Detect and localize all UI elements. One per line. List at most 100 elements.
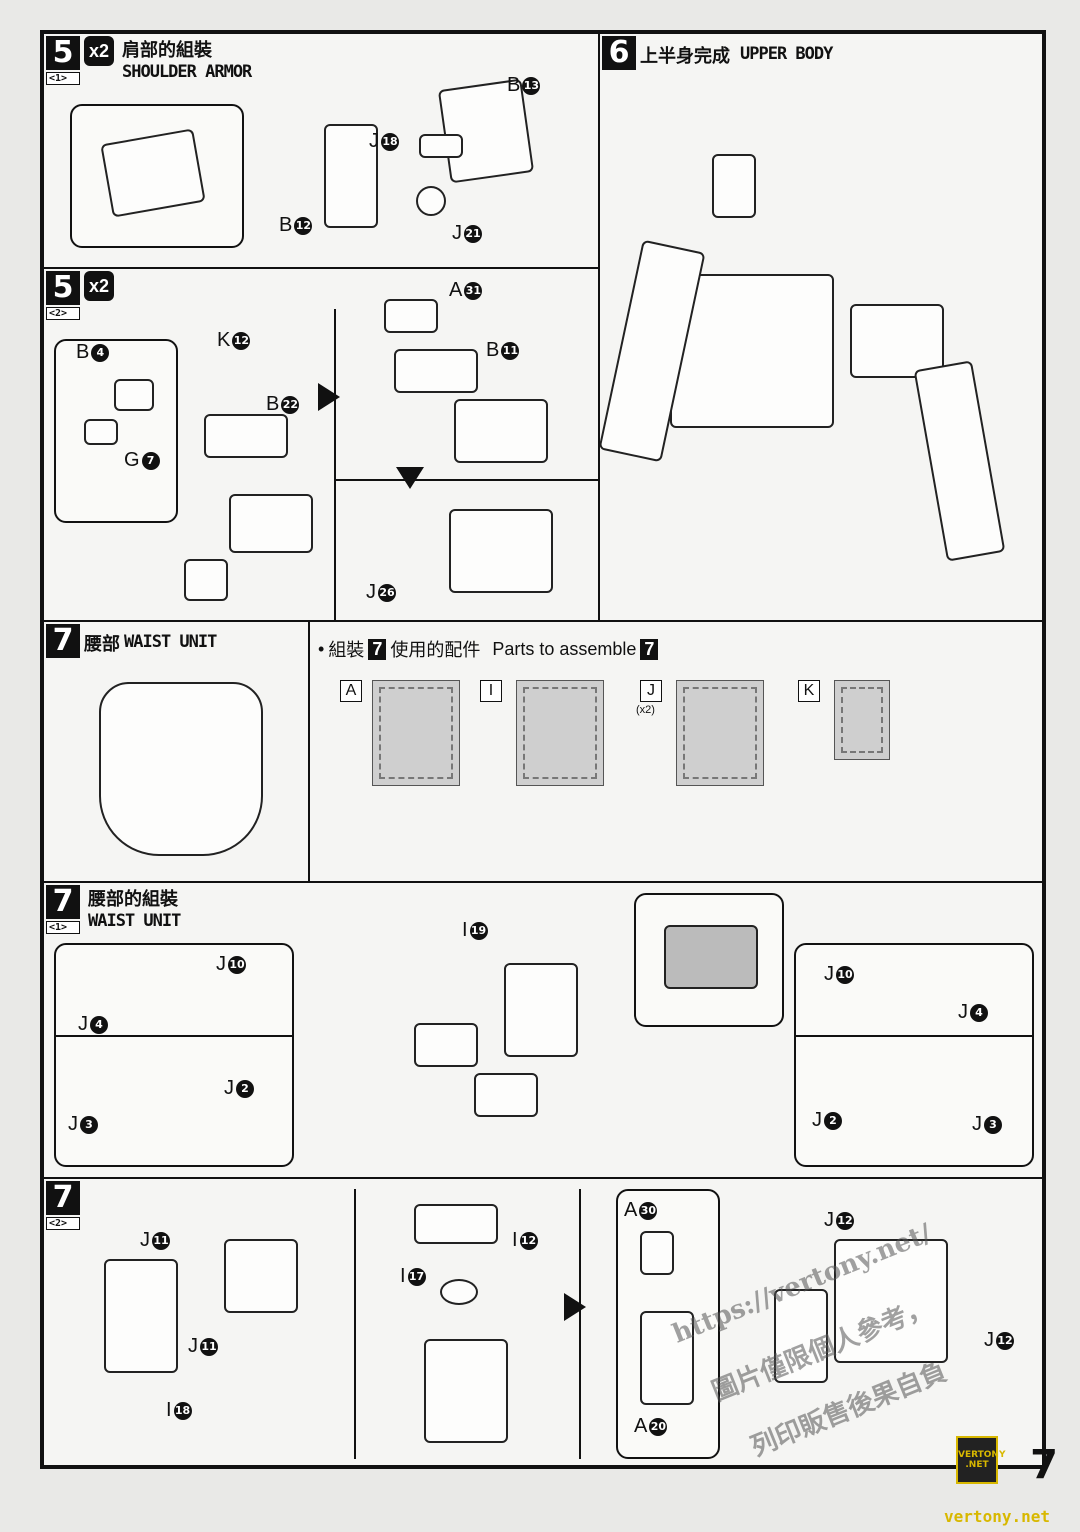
hip-block-drawing-2 <box>474 1073 538 1117</box>
step-header: 7 <2> <box>46 1181 80 1230</box>
step-header: 7 腰部 WAIST UNIT <box>46 624 217 658</box>
part-drawing-b22 <box>204 414 288 458</box>
step-number: 6 <box>602 36 636 70</box>
shoulder-frame-drawing <box>324 124 378 228</box>
step-number: 7 <box>46 1181 80 1215</box>
step-header: 6 上半身完成 UPPER BODY <box>602 36 833 70</box>
step-title-en: WAIST UNIT <box>124 632 217 652</box>
torso-drawing <box>670 274 834 428</box>
part-drawing-a31 <box>384 299 438 333</box>
runner-qty-j: (x2) <box>636 704 655 716</box>
step-sub: <1> <box>46 72 80 85</box>
step-7-panel: 7 腰部 WAIST UNIT <box>42 620 310 883</box>
step-title-jp: 腰部 <box>84 634 120 655</box>
step-number: 5 <box>46 271 80 305</box>
runner-k <box>834 680 890 760</box>
step-number: 5 <box>46 36 80 70</box>
divider <box>334 309 336 620</box>
part-drawing-armor <box>229 494 313 553</box>
step-title-en: UPPER BODY <box>740 44 833 64</box>
head-drawing <box>712 154 756 218</box>
quantity-badge: x2 <box>84 271 114 301</box>
hip-block-drawing <box>414 1023 478 1067</box>
shoulder-part-drawing <box>100 128 206 218</box>
step-header: 5 <2> x2 <box>46 271 114 320</box>
waist-unit-drawing <box>99 682 263 856</box>
small-block-drawing <box>419 134 463 158</box>
ring-part-drawing <box>440 1279 478 1305</box>
next-arrow <box>318 383 340 411</box>
part-drawing-g7 <box>84 419 118 445</box>
down-arrow <box>396 467 424 489</box>
step-number: 7 <box>46 624 80 658</box>
runner-label-j: J <box>640 680 662 702</box>
step-sub: <2> <box>46 1217 80 1230</box>
step-sub: <1> <box>46 921 80 934</box>
part-drawing-core <box>184 559 228 601</box>
hip-joint-drawing <box>664 925 758 989</box>
step-header: 5 <1> x2 肩部的組裝 SHOULDER ARMOR <box>46 36 252 85</box>
ring-joint-drawing <box>416 186 446 216</box>
waist-body-drawing <box>424 1339 508 1443</box>
part-drawing-b11 <box>394 349 478 393</box>
right-arm-drawing <box>913 360 1006 562</box>
part-drawing-b4 <box>114 379 154 411</box>
divider <box>354 1189 356 1459</box>
side-armor-drawing <box>774 1289 828 1383</box>
step-6-panel: 6 上半身完成 UPPER BODY <box>598 32 1044 622</box>
runner-a <box>372 680 460 786</box>
step-title-jp: 肩部的組裝 <box>122 40 212 61</box>
page-number: 7 <box>1030 1442 1058 1488</box>
detail-box <box>70 104 244 248</box>
waist-cover-drawing <box>414 1204 498 1244</box>
step-title-jp: 腰部的組裝 <box>88 889 178 910</box>
vertony-logo: VERTONY .NET <box>956 1436 1005 1484</box>
divider <box>336 479 598 481</box>
step-title-jp: 上半身完成 <box>640 46 730 67</box>
runner-label-a: A <box>340 680 362 702</box>
step-title-en: WAIST UNIT <box>88 911 181 931</box>
runner-i <box>516 680 604 786</box>
armor-a20-drawing <box>640 1311 694 1405</box>
runner-label-k: K <box>798 680 820 702</box>
runner-j <box>676 680 764 786</box>
divider <box>579 1189 581 1459</box>
step-number: 7 <box>46 885 80 919</box>
armor-a30-drawing <box>640 1231 674 1275</box>
detail-box-top <box>634 893 784 1027</box>
waist-frame-drawing <box>504 963 578 1057</box>
step-title-en: SHOULDER ARMOR <box>122 62 252 82</box>
waist-final-drawing <box>834 1239 948 1363</box>
part-drawing-finished <box>449 509 553 593</box>
runner-label-i: I <box>480 680 502 702</box>
step-header: 7 <1> 腰部的組裝 WAIST UNIT <box>46 885 181 934</box>
next-arrow <box>564 1293 586 1321</box>
parts-header: • 組裝 7 使用的配件 Parts to assemble 7 <box>318 636 659 662</box>
